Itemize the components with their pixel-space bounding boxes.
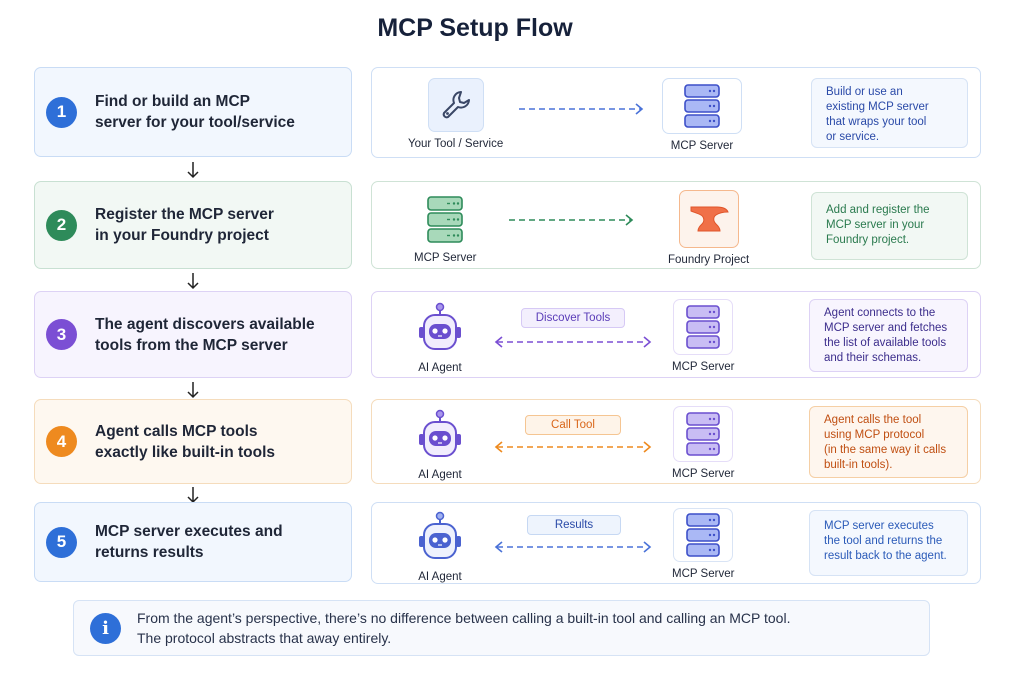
step-number-badge: 2 <box>46 209 77 241</box>
node-label: MCP Server <box>414 252 477 264</box>
discover-tools-chip: Discover Tools <box>521 308 625 328</box>
step-text: The agent discovers available tools from… <box>95 315 315 354</box>
arrow-down-icon <box>187 273 199 290</box>
panel-3: AI Agent Discover Tools MCP Server Agent… <box>371 291 981 378</box>
step-text: Register the MCP server in your Foundry … <box>95 206 274 244</box>
node-label: MCP Server <box>672 568 735 580</box>
node-label: Your Tool / Service <box>408 138 504 150</box>
server-icon <box>662 78 742 134</box>
info-text: From the agent’s perspective, there’s no… <box>137 610 791 646</box>
arrow-down-icon <box>187 162 199 179</box>
node-mcp-server: MCP Server <box>662 78 742 152</box>
step-number-badge: 3 <box>46 319 77 350</box>
step-text: Find or build an MCP server for your too… <box>95 93 295 131</box>
node-label: AI Agent <box>418 571 462 583</box>
description-note: Add and register the MCP server in your … <box>811 192 968 260</box>
arrow-right-connector <box>509 214 634 226</box>
node-label: AI Agent <box>418 469 462 481</box>
node-mcp-server: MCP Server <box>672 299 734 373</box>
anvil-icon <box>678 190 739 248</box>
results-chip: Results <box>527 515 621 535</box>
robot-icon <box>412 407 468 463</box>
node-ai-agent: AI Agent <box>412 300 468 374</box>
step-number-badge: 1 <box>46 96 77 128</box>
node-mcp-server: MCP Server <box>672 406 734 480</box>
node-label: Foundry Project <box>668 254 750 266</box>
node-label: AI Agent <box>418 362 462 374</box>
robot-icon <box>412 300 468 356</box>
step-text: Agent calls MCP tools exactly like built… <box>95 422 276 461</box>
description-note: Agent connects to the MCP server and fet… <box>809 299 968 372</box>
description-note: Agent calls the tool using MCP protocol … <box>809 406 968 478</box>
two-way-arrow-connector <box>494 336 652 348</box>
page-title: MCP Setup Flow <box>377 14 573 42</box>
server-icon <box>673 299 734 355</box>
node-ai-agent: AI Agent <box>412 407 468 481</box>
server-icon <box>673 508 734 562</box>
arrow-down-icon <box>187 382 199 399</box>
step-number-badge: 4 <box>46 426 77 457</box>
panel-4: AI Agent Call Tool MCP Server Agent call… <box>371 399 981 484</box>
server-icon <box>673 406 734 462</box>
node-mcp-server: MCP Server <box>672 508 734 580</box>
two-way-arrow-connector <box>494 441 652 453</box>
node-label: MCP Server <box>670 140 734 152</box>
step-5: 5 MCP server executes and returns result… <box>34 502 352 582</box>
node-label: MCP Server <box>672 361 735 373</box>
panel-2: MCP Server Foundry Project Add and regis… <box>371 181 981 269</box>
step-1: 1 Find or build an MCP server for your t… <box>34 67 352 157</box>
step-2: 2 Register the MCP server in your Foundr… <box>34 181 352 269</box>
node-label: MCP Server <box>672 468 735 480</box>
step-number-badge: 5 <box>46 526 77 558</box>
panel-5: AI Agent Results MCP Server MCP server e… <box>371 502 981 584</box>
node-your-tool: Your Tool / Service <box>408 78 503 150</box>
panel-1: Your Tool / Service MCP Server Build or … <box>371 67 981 158</box>
step-3: 3 The agent discovers available tools fr… <box>34 291 352 378</box>
wrench-icon <box>427 78 484 132</box>
description-note: MCP server executes the tool and returns… <box>809 510 968 576</box>
step-text: MCP server executes and returns results <box>95 523 283 561</box>
two-way-arrow-connector <box>494 541 652 553</box>
robot-icon <box>412 509 468 565</box>
node-foundry-project: Foundry Project <box>668 190 749 266</box>
arrow-right-connector <box>519 103 644 115</box>
node-ai-agent: AI Agent <box>412 509 468 583</box>
server-icon <box>421 192 469 246</box>
info-icon: i <box>90 612 121 644</box>
description-note: Build or use an existing MCP server that… <box>811 78 968 148</box>
call-tool-chip: Call Tool <box>525 415 621 435</box>
step-4: 4 Agent calls MCP tools exactly like bui… <box>34 399 352 484</box>
node-mcp-server: MCP Server <box>414 192 476 264</box>
info-callout: i From the agent’s perspective, there’s … <box>73 600 930 656</box>
